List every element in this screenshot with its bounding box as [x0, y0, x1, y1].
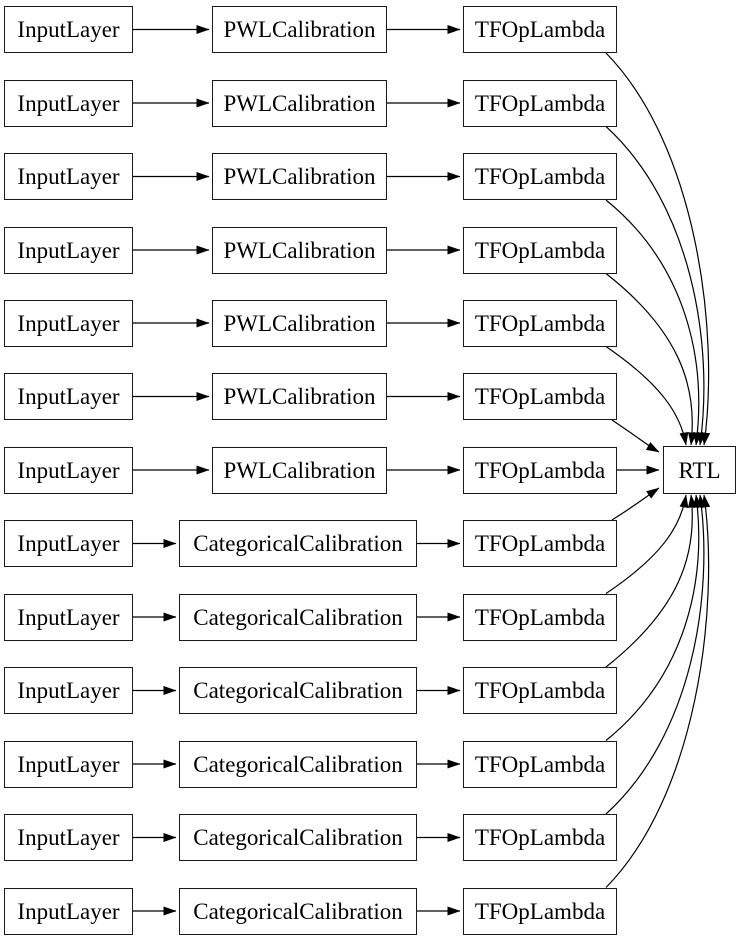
input-layer-node: InputLayer [4, 226, 133, 274]
tfop-lambda-node: TFOpLambda [463, 79, 617, 127]
input-layer-node: InputLayer [4, 79, 133, 127]
arrow-edge [605, 273, 697, 446]
rtl-edges [605, 52, 711, 888]
tfop-lambda-node: TFOpLambda [463, 153, 617, 200]
input-layer-node: InputLayer [4, 446, 133, 494]
tfop-lambda-node: TFOpLambda [463, 593, 617, 641]
arrow-edge [605, 126, 707, 446]
input-layer-node: InputLayer [4, 520, 133, 567]
tfop-lambda-node: TFOpLambda [463, 373, 617, 420]
arrow-edge [605, 494, 703, 741]
row-arrows [133, 25, 461, 916]
input-layer-node: InputLayer [4, 153, 133, 200]
pwl-calibration-node: PWLCalibration [212, 226, 387, 274]
input-layer-node: InputLayer [4, 593, 133, 641]
input-layer-node: InputLayer [4, 373, 133, 420]
pwl-calibration-node: PWLCalibration [212, 6, 387, 53]
arrow-edge [611, 487, 660, 521]
tfop-lambda-node: TFOpLambda [463, 226, 617, 274]
pwl-calibration-node: PWLCalibration [212, 373, 387, 420]
arrow-edge [605, 494, 711, 888]
tfop-lambda-node: TFOpLambda [463, 520, 617, 567]
arrow-edge [605, 494, 707, 815]
categorical-calibration-node: CategoricalCalibration [179, 667, 417, 714]
tfop-lambda-node: TFOpLambda [463, 446, 617, 494]
categorical-calibration-node: CategoricalCalibration [179, 593, 417, 641]
pwl-calibration-node: PWLCalibration [212, 446, 387, 494]
tfop-lambda-node: TFOpLambda [463, 740, 617, 788]
arrow-edge [605, 494, 689, 594]
pwl-calibration-node: PWLCalibration [212, 79, 387, 127]
arrow-edge [605, 494, 697, 668]
tfop-lambda-node: TFOpLambda [463, 887, 617, 935]
input-layer-node: InputLayer [4, 887, 133, 935]
tfop-lambda-node: TFOpLambda [463, 667, 617, 714]
input-layer-node: InputLayer [4, 667, 133, 714]
tfop-lambda-node: TFOpLambda [463, 6, 617, 53]
categorical-calibration-node: CategoricalCalibration [179, 887, 417, 935]
pwl-calibration-node: PWLCalibration [212, 299, 387, 347]
pwl-calibration-node: PWLCalibration [212, 153, 387, 200]
categorical-calibration-node: CategoricalCalibration [179, 520, 417, 567]
input-layer-node: InputLayer [4, 6, 133, 53]
arrow-edge [605, 199, 703, 446]
rtl-node: RTL [663, 446, 736, 494]
input-layer-node: InputLayer [4, 299, 133, 347]
input-layer-node: InputLayer [4, 740, 133, 788]
categorical-calibration-node: CategoricalCalibration [179, 814, 417, 861]
input-layer-node: InputLayer [4, 814, 133, 861]
arrow-edge [605, 52, 711, 446]
tfop-lambda-node: TFOpLambda [463, 814, 617, 861]
arrow-edge [605, 346, 689, 446]
tfop-lambda-node: TFOpLambda [463, 299, 617, 347]
arrow-edge [611, 419, 660, 453]
categorical-calibration-node: CategoricalCalibration [179, 740, 417, 788]
